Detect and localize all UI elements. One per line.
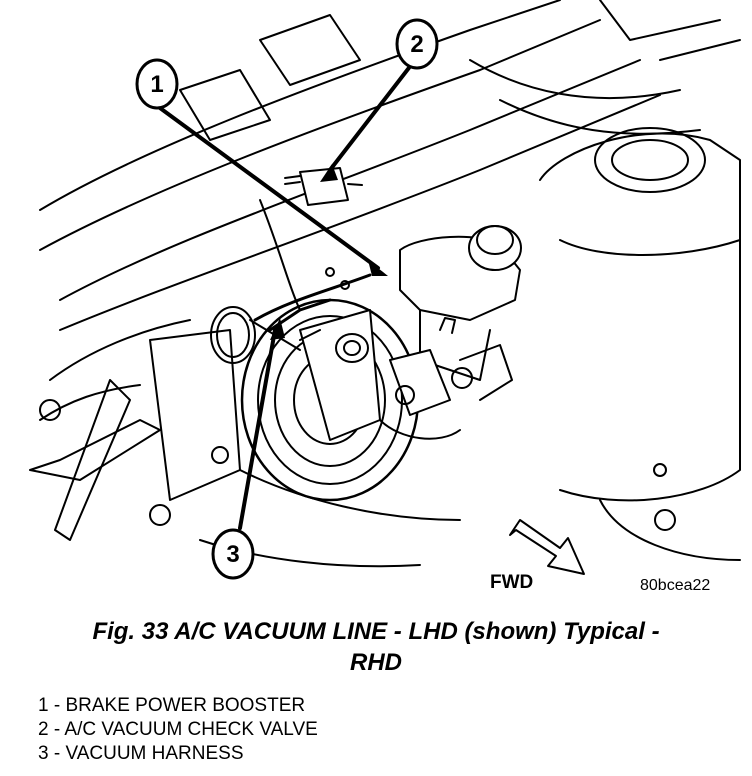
brake-power-booster — [240, 298, 420, 502]
fwd-label: FWD — [490, 572, 533, 593]
legend-item: 2 - A/C VACUUM CHECK VALVE — [38, 719, 318, 740]
callout-2-label: 2 — [410, 31, 423, 58]
legend-item: 1 - BRAKE POWER BOOSTER — [38, 695, 306, 716]
vacuum-harness — [210, 267, 372, 364]
caption-line-1: Fig. 33 A/C VACUUM LINE - LHD (shown) Ty… — [92, 618, 660, 645]
image-code: 80bcea22 — [640, 577, 710, 594]
legend-item: 3 - VACUUM HARNESS — [38, 743, 244, 764]
caption-line-2: RHD — [350, 649, 402, 676]
callout-1-label: 1 — [150, 71, 163, 98]
strut-tower — [539, 127, 741, 561]
callout-1: 1 — [135, 58, 179, 110]
figure-caption: Fig. 33 A/C VACUUM LINE - LHD (shown) Ty… — [0, 616, 752, 678]
fwd-arrow-icon — [509, 519, 585, 575]
callout-3: 3 — [211, 528, 255, 580]
legend-list: 1 - BRAKE POWER BOOSTER 2 - A/C VACUUM C… — [38, 694, 738, 766]
callout-2: 2 — [395, 18, 439, 70]
master-cylinder — [379, 225, 522, 440]
leader-lines — [158, 58, 417, 530]
callout-3-label: 3 — [226, 541, 239, 568]
technical-illustration: 1 2 3 FWD 80bcea22 — [29, 0, 741, 594]
